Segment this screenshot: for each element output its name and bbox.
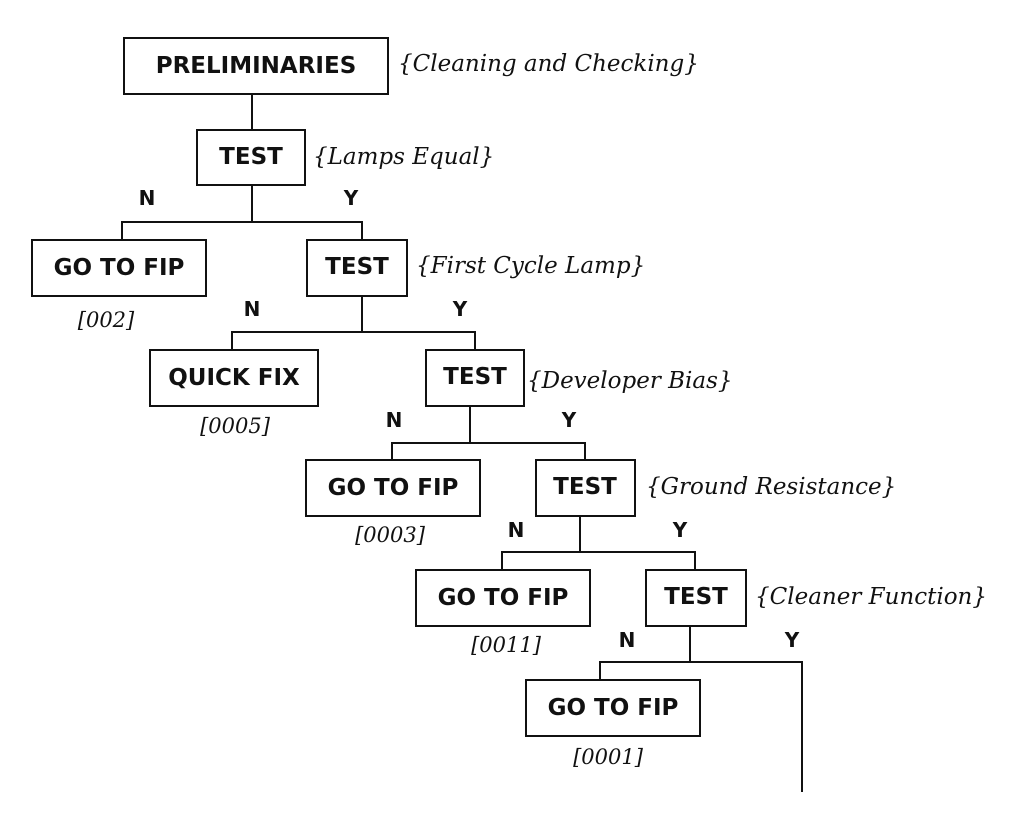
node-goto-fip-0011: GO TO FIP [0011] (415, 569, 591, 657)
goto-fip-0011-box (415, 569, 591, 627)
goto-fip-0001-code: [0001] (573, 745, 644, 769)
node-test-cleaner-function: TEST {Cleaner Function} N Y (619, 569, 987, 652)
node-quick-fix-0005: QUICK FIX [0005] (149, 349, 319, 438)
test-ground-resistance-note: {Ground Resistance} (646, 474, 896, 500)
goto-fip-002-label: GO TO FIP (54, 255, 185, 281)
test-developer-bias-note: {Developer Bias} (527, 368, 733, 394)
test-lamps-equal-label: TEST (219, 144, 283, 170)
goto-fip-0003-code: [0003] (355, 523, 426, 547)
quick-fix-0005-code: [0005] (200, 414, 271, 438)
test-cleaner-function-no-label: N (619, 628, 636, 652)
test-developer-bias-no-label: N (386, 408, 403, 432)
goto-fip-0011-code: [0011] (471, 633, 542, 657)
test-first-cycle-lamp-box (306, 239, 408, 297)
test-lamps-equal-yes-label: Y (343, 186, 359, 210)
test-lamps-equal-note: {Lamps Equal} (313, 144, 494, 170)
connector-ground-resistance-yes (580, 551, 696, 570)
preliminaries-label: PRELIMINARIES (156, 53, 357, 79)
goto-fip-0003-label: GO TO FIP (328, 475, 459, 501)
connector-cleaner-function-yes (690, 661, 803, 792)
test-lamps-equal-box (196, 129, 306, 186)
test-ground-resistance-label: TEST (553, 474, 617, 500)
test-cleaner-function-yes-label: Y (784, 628, 800, 652)
test-cleaner-function-box (645, 569, 747, 627)
goto-fip-0001-label: GO TO FIP (548, 695, 679, 721)
test-developer-bias-box (425, 349, 525, 407)
node-test-first-cycle-lamp: TEST {First Cycle Lamp} N Y (244, 239, 645, 321)
connector-developer-bias-branch (391, 406, 471, 460)
test-ground-resistance-no-label: N (508, 518, 525, 542)
test-first-cycle-lamp-no-label: N (244, 297, 261, 321)
node-test-ground-resistance: TEST {Ground Resistance} N Y (508, 459, 896, 542)
node-goto-fip-0003: GO TO FIP [0003] (305, 459, 481, 547)
test-cleaner-function-label: TEST (664, 584, 728, 610)
node-goto-fip-0001: GO TO FIP [0001] (525, 679, 701, 769)
node-goto-fip-002: GO TO FIP [002] (31, 239, 207, 332)
quick-fix-0005-box (149, 349, 319, 407)
connector-lamps-equal-yes (252, 221, 363, 240)
connector-ground-resistance-branch (501, 516, 581, 570)
preliminaries-note: {Cleaning and Checking} (398, 51, 699, 77)
preliminaries-box (123, 37, 389, 95)
goto-fip-0011-label: GO TO FIP (438, 585, 569, 611)
test-ground-resistance-box (535, 459, 636, 517)
test-cleaner-function-note: {Cleaner Function} (755, 584, 987, 610)
test-lamps-equal-no-label: N (139, 186, 156, 210)
goto-fip-002-box (31, 239, 207, 297)
test-first-cycle-lamp-label: TEST (325, 254, 389, 280)
goto-fip-0001-box (525, 679, 701, 737)
test-first-cycle-lamp-note: {First Cycle Lamp} (416, 253, 645, 279)
goto-fip-0003-box (305, 459, 481, 517)
node-preliminaries: PRELIMINARIES {Cleaning and Checking} (123, 37, 699, 95)
test-developer-bias-label: TEST (443, 364, 507, 390)
connector-first-cycle-yes (362, 331, 476, 350)
test-ground-resistance-yes-label: Y (672, 518, 688, 542)
node-test-lamps-equal: TEST {Lamps Equal} N Y (139, 129, 494, 210)
connector-developer-bias-yes (470, 442, 586, 460)
goto-fip-002-code: [002] (78, 308, 135, 332)
test-developer-bias-yes-label: Y (561, 408, 577, 432)
quick-fix-0005-label: QUICK FIX (168, 365, 300, 391)
test-first-cycle-lamp-yes-label: Y (452, 297, 468, 321)
connector-lamps-equal-branch (121, 185, 253, 240)
node-test-developer-bias: TEST {Developer Bias} N Y (386, 349, 733, 432)
connectors (121, 94, 803, 792)
connector-first-cycle-branch (231, 296, 363, 350)
connector-cleaner-function-branch (599, 626, 691, 680)
